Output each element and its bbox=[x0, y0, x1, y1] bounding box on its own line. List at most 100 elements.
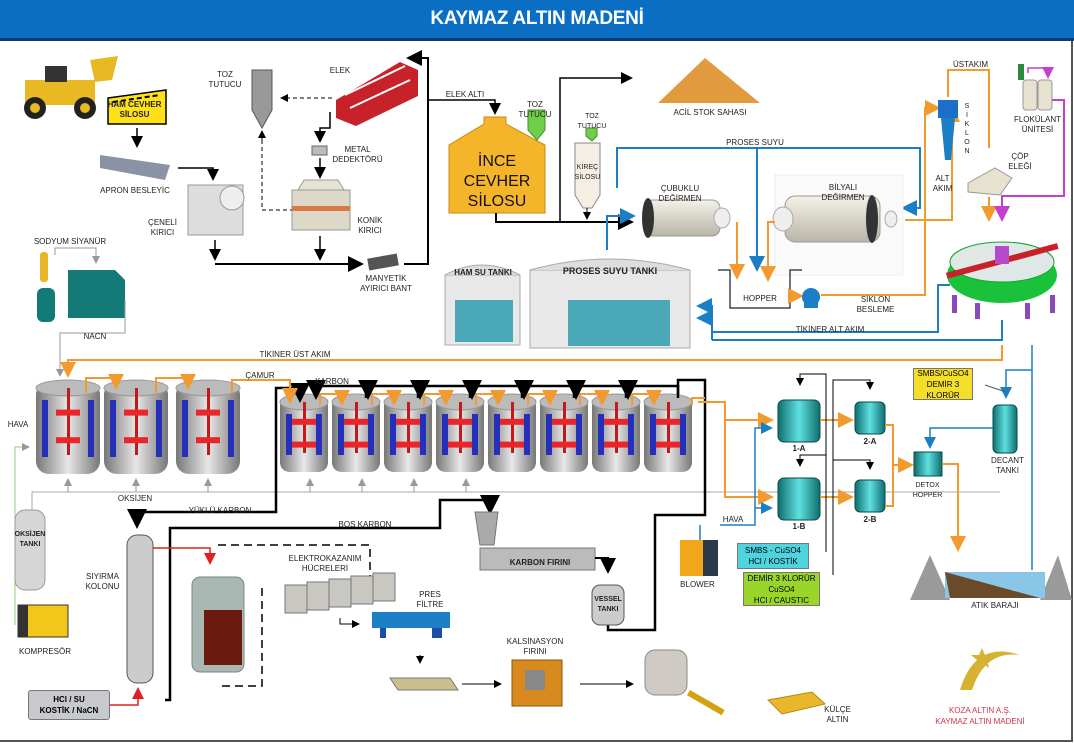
bos-karbon-label: BOŞ KARBON bbox=[338, 520, 392, 529]
dust-collector-icon bbox=[585, 127, 598, 142]
ince-silo-label: İNCE CEVHER SİLOSU bbox=[463, 153, 531, 210]
cop-elegi-label: ÇÖP ELEĞİ bbox=[1008, 152, 1032, 171]
cil-tank bbox=[279, 393, 329, 472]
cil-tank bbox=[383, 393, 433, 472]
pump-icon bbox=[802, 288, 820, 308]
ustakim-label: ÜSTAKIM bbox=[953, 60, 988, 69]
cil-tank bbox=[487, 393, 537, 472]
siyirma-label: SIYIRMA KOLONU bbox=[85, 572, 120, 591]
reactor-1a-label: 1-A bbox=[792, 444, 806, 453]
stripping-column-icon bbox=[126, 534, 154, 684]
flow-line bbox=[231, 379, 298, 404]
page-title: KAYMAZ ALTIN MADENİ bbox=[0, 0, 1074, 41]
elek-alti-label: ELEK ALTI bbox=[445, 90, 485, 99]
reactor-1a-icon bbox=[777, 399, 821, 443]
calcination-furnace-icon bbox=[511, 659, 563, 707]
logo-line2: KAYMAZ ALTIN MADENİ bbox=[935, 717, 1025, 726]
tikiner-alt-label: TİKİNER ALT AKIM bbox=[795, 325, 865, 334]
metal-detector-label: METAL DEDEKTÖRÜ bbox=[332, 145, 383, 164]
decant-tank-icon bbox=[992, 404, 1018, 454]
hcl-tag: HCl / SU KOSTİK / NaCN bbox=[28, 690, 110, 720]
kompresor-label: KOMPRESÖR bbox=[18, 647, 71, 656]
manyetik-label: MANYETİK AYIRICI BANT bbox=[360, 274, 412, 293]
trash-screen-icon bbox=[967, 167, 1013, 196]
leach-tank bbox=[103, 379, 169, 474]
sodyum-label: SODYUM SİYANÜR bbox=[33, 237, 107, 246]
camur-label: ÇAMUR bbox=[245, 371, 275, 380]
ball-mill-icon bbox=[772, 195, 898, 243]
pres-filtre-label: PRES FİLTRE bbox=[416, 590, 444, 609]
ceneli-label: ÇENELİ KIRICI bbox=[148, 218, 177, 237]
cil-tank bbox=[591, 393, 641, 472]
kalsinasyon-label: KALSİNASYON FIRINI bbox=[506, 637, 564, 656]
detox-hopper-label: DETOX HOPPER bbox=[912, 482, 943, 499]
flow-line bbox=[85, 374, 124, 393]
thickener-icon bbox=[945, 241, 1059, 319]
elektrokazanim-label: ELEKTROKAZANIM HÜCRELERİ bbox=[288, 554, 362, 573]
filter-press-icon bbox=[372, 612, 450, 638]
hava-label: HAVA bbox=[7, 420, 29, 429]
electrolyte-tank-icon bbox=[191, 576, 245, 673]
tailings-dam-icon bbox=[910, 555, 1072, 600]
cil-tank bbox=[435, 393, 485, 472]
karbon-firini-label: KARBON FIRINI bbox=[509, 558, 571, 567]
hopper-label: HOPPER bbox=[743, 294, 777, 303]
electrowinning-cells-icon bbox=[284, 572, 396, 614]
reactor-2a-label: 2-A bbox=[863, 437, 877, 446]
atik-baraji-label: ATIK BARAJI bbox=[971, 601, 1019, 610]
compressor-icon bbox=[17, 604, 69, 638]
metal-detector-icon bbox=[311, 145, 328, 156]
oksijen-label: OKSİJEN bbox=[117, 494, 153, 503]
toz-tutucu-label: TOZ TUTUCU bbox=[208, 70, 242, 89]
tikiner-ust-label: TİKİNER ÜST AKIM bbox=[259, 350, 331, 359]
process-water-tank-icon bbox=[529, 258, 691, 349]
flow-line bbox=[618, 380, 680, 400]
reactor-2a-icon bbox=[854, 401, 886, 435]
apron-feeder-icon bbox=[100, 155, 170, 180]
leach-tank bbox=[175, 379, 241, 474]
flocculant-unit-icon bbox=[1018, 64, 1053, 111]
bilyali-label: BİLYALI DEĞİRMEN bbox=[821, 183, 865, 202]
demir-tag: DEMİR 3 KLORÜR CuSO4 HCl / CAUSTIC bbox=[743, 572, 820, 606]
dust-collector-icon bbox=[251, 69, 273, 130]
dust-collector-icon bbox=[527, 109, 546, 141]
cil-tank bbox=[331, 393, 381, 472]
drying-tray-icon bbox=[389, 677, 459, 691]
alt-akim-label: ALT AKIM bbox=[932, 174, 953, 193]
toz-tutucu-2-label: TOZ TUTUCU bbox=[518, 100, 552, 119]
leach-tank bbox=[35, 379, 101, 474]
ham-su-label: HAM SU TANKI bbox=[454, 268, 512, 277]
blower-label: BLOWER bbox=[680, 580, 715, 589]
ham-cevher-label: HAM CEVHER SİLOSU bbox=[107, 100, 162, 119]
sodium-cyanide-tank-icon bbox=[37, 252, 125, 322]
reactor-1b-icon bbox=[777, 477, 821, 521]
vibrating-screen-icon bbox=[336, 62, 418, 126]
decant-label: DECANT TANKI bbox=[991, 456, 1024, 475]
blower-icon bbox=[680, 540, 718, 576]
siklon-besleme-label: SİKLON BESLEME bbox=[856, 295, 895, 314]
toz-tutucu-3-label: TOZ TUTUCU bbox=[577, 113, 607, 130]
magnetic-belt-icon bbox=[367, 253, 399, 271]
cyclone-icon bbox=[938, 100, 958, 160]
diagram-frame bbox=[0, 41, 1073, 742]
oksijen-tanki-label: OKSİJEN TANKI bbox=[14, 531, 46, 548]
fine-ore-silo-icon bbox=[448, 116, 546, 214]
rod-mill-icon bbox=[642, 198, 731, 238]
cil-tank bbox=[539, 393, 589, 472]
kirec-label: KİREÇ SİLOSU bbox=[574, 164, 601, 181]
gold-bar-icon bbox=[766, 691, 827, 715]
detox-hopper-icon bbox=[913, 451, 943, 477]
siklon-label: S İ K L O N bbox=[964, 103, 970, 155]
hopper-icon bbox=[718, 269, 802, 309]
reactor-1b-label: 1-B bbox=[792, 522, 806, 531]
logo-icon bbox=[960, 648, 1020, 690]
lime-silo-icon bbox=[574, 142, 601, 209]
vessel-label: VESSEL TANKI bbox=[594, 596, 622, 613]
flokulant-label: FLOKÜLANT ÜNİTESİ bbox=[1013, 115, 1062, 134]
oxygen-tank-icon bbox=[14, 509, 46, 591]
elek-label: ELEK bbox=[329, 66, 351, 75]
proses-tank-label: PROSES SUYU TANKI bbox=[562, 266, 658, 276]
acil-stok-label: ACİL STOK SAHASI bbox=[673, 108, 747, 117]
vessel-tank-icon bbox=[591, 584, 625, 626]
logo-line1: KOZA ALTIN A.Ş. bbox=[948, 706, 1012, 715]
